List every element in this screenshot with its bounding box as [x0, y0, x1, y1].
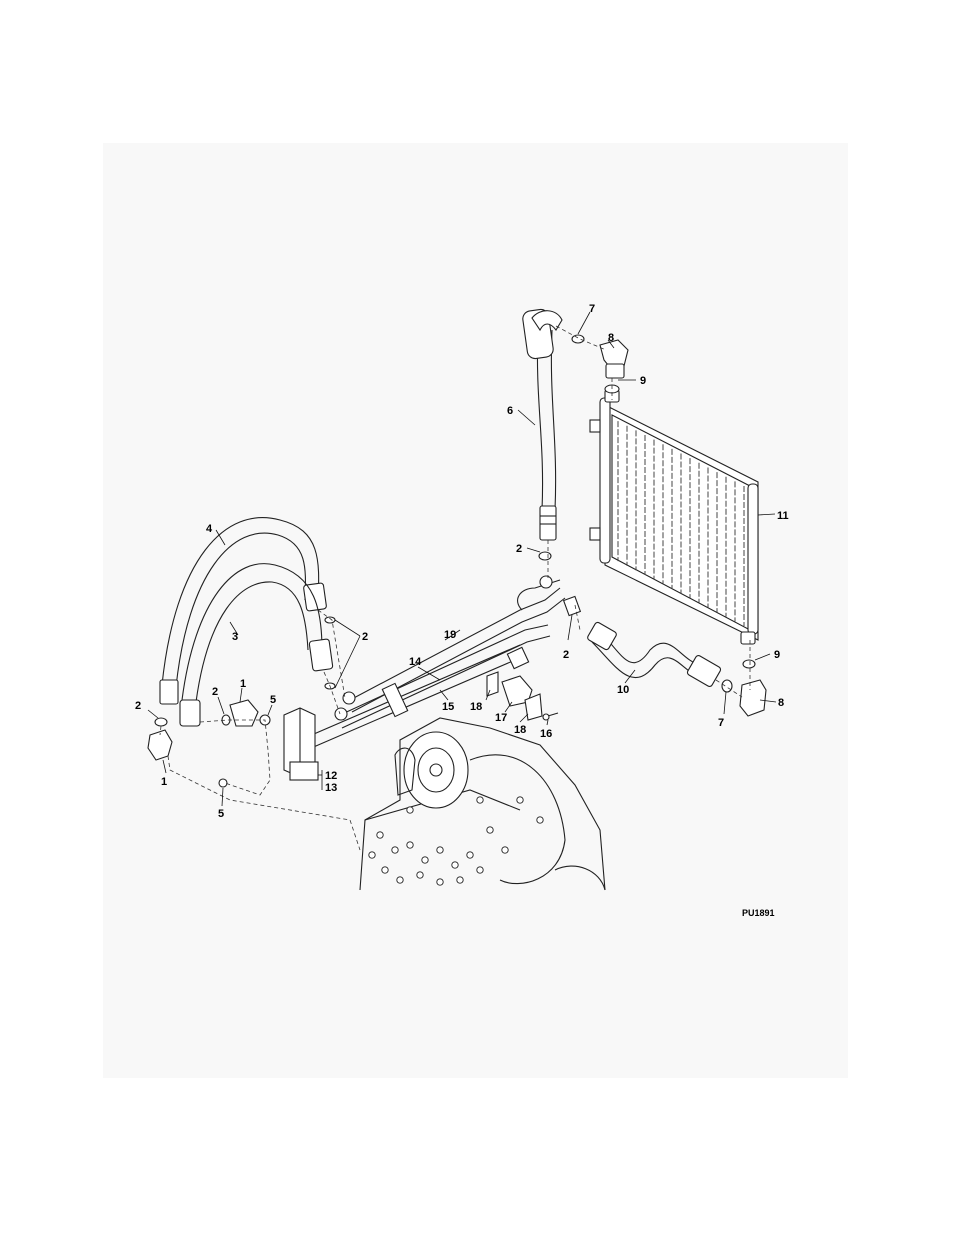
- left-fittings: [148, 552, 580, 787]
- housing-bolt: [537, 817, 543, 823]
- callout-1-upper: 1: [240, 678, 246, 690]
- callout-9-bottom: 9: [774, 649, 780, 661]
- callout-10: 10: [617, 684, 629, 696]
- callout-2-hoses: 2: [362, 631, 368, 643]
- drawing-reference: PU1891: [742, 908, 775, 918]
- callout-15: 15: [442, 701, 454, 713]
- housing-bolt: [377, 832, 383, 838]
- housing-bolt: [517, 797, 523, 803]
- callout-2-far-left: 2: [135, 700, 141, 712]
- callout-11: 11: [777, 510, 789, 522]
- housing-bolt: [407, 842, 413, 848]
- housing-bolt: [477, 867, 483, 873]
- housing-bolt: [369, 852, 375, 858]
- housing-bolt: [437, 879, 443, 885]
- callout-13: 13: [325, 782, 337, 794]
- callout-12: 12: [325, 770, 337, 782]
- callout-8-bottom: 8: [778, 697, 784, 709]
- hose-10: [587, 621, 732, 692]
- callout-17: 17: [495, 712, 507, 724]
- callout-19: 19: [444, 629, 456, 641]
- callout-5-upper: 5: [270, 694, 276, 706]
- housing-bolt: [397, 877, 403, 883]
- housing-bolt: [487, 827, 493, 833]
- callout-2-hose6: 2: [516, 543, 522, 555]
- housing-bolt: [407, 807, 413, 813]
- housing-bolt: [437, 847, 443, 853]
- housing-bolt: [452, 862, 458, 868]
- bracket-12-13: [284, 708, 318, 780]
- callout-7-top: 7: [589, 303, 595, 315]
- callout-4: 4: [206, 523, 213, 535]
- callout-18-upper: 18: [470, 701, 482, 713]
- callout-2-left: 2: [212, 686, 218, 698]
- callout-18-lower: 18: [514, 724, 526, 736]
- transmission-housing: [360, 718, 605, 890]
- elbow-fitting-8-bottom: [740, 660, 766, 716]
- housing-bolt: [457, 877, 463, 883]
- callout-5-lower: 5: [218, 808, 224, 820]
- housing-bolt: [417, 872, 423, 878]
- callout-3: 3: [232, 631, 238, 643]
- callout-6: 6: [507, 405, 513, 417]
- housing-bolt: [422, 857, 428, 863]
- housing-bolt: [467, 852, 473, 858]
- callout-8-top: 8: [608, 332, 614, 344]
- callout-14: 14: [409, 656, 422, 668]
- callout-7-bottom: 7: [718, 717, 724, 729]
- elbow-fitting-8-top: [572, 335, 628, 393]
- callout-1-lower: 1: [161, 776, 167, 788]
- callout-2-tube: 2: [563, 649, 569, 661]
- oil-cooler-radiator: [590, 390, 758, 644]
- housing-bolt: [392, 847, 398, 853]
- hose-6: [522, 308, 562, 540]
- housing-bolt: [477, 797, 483, 803]
- callout-9-top: 9: [640, 375, 646, 387]
- callout-16: 16: [540, 728, 552, 740]
- housing-bolt: [502, 847, 508, 853]
- housing-bolt: [382, 867, 388, 873]
